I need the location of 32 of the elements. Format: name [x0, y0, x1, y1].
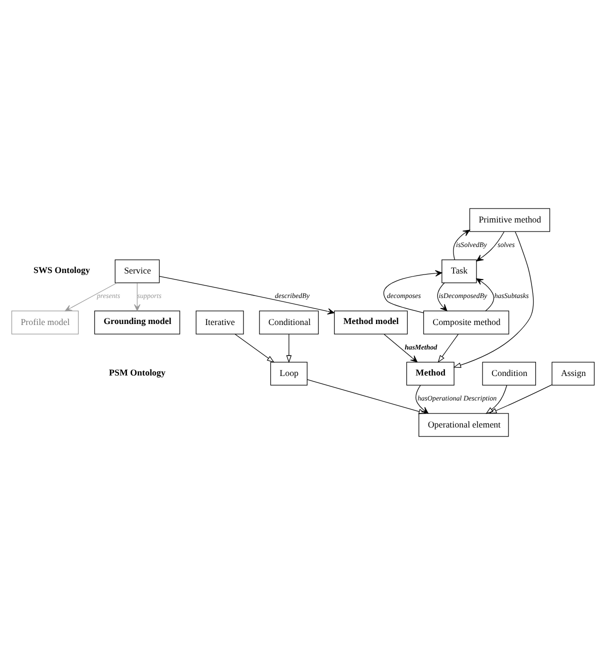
- arrow: [476, 231, 504, 262]
- arrow: [437, 282, 448, 312]
- arrow: [134, 282, 140, 312]
- node-box: Iterative: [196, 310, 244, 334]
- arrow: [383, 270, 442, 314]
- arrow: [286, 334, 292, 363]
- node-box: Profile model: [11, 310, 79, 334]
- arrow: [159, 276, 335, 315]
- node-box: Condition: [482, 362, 536, 386]
- label: SWS Ontology: [34, 265, 90, 276]
- node-box: Service: [114, 259, 160, 284]
- arrow: [306, 379, 426, 414]
- arrow: [453, 230, 470, 260]
- node-box: Grounding model: [94, 310, 180, 334]
- node-box: Primitive method: [469, 208, 550, 232]
- node-box: Conditional: [259, 310, 319, 334]
- label: PSM Ontology: [109, 367, 166, 378]
- node-box: Task: [442, 259, 477, 284]
- node-box: Loop: [270, 362, 308, 386]
- node-box: Composite method: [423, 310, 510, 334]
- arrow: [234, 334, 275, 363]
- node-box: Method: [406, 362, 454, 386]
- arrow: [486, 385, 508, 414]
- arrow: [438, 334, 459, 363]
- arrow: [64, 282, 118, 312]
- arrow: [488, 384, 552, 414]
- arrow: [384, 334, 418, 362]
- arrow: [453, 231, 534, 368]
- node-box: Assign: [552, 362, 595, 386]
- node-box: Operational element: [418, 413, 509, 437]
- node-box: Method model: [334, 310, 408, 334]
- arrow: [476, 278, 494, 312]
